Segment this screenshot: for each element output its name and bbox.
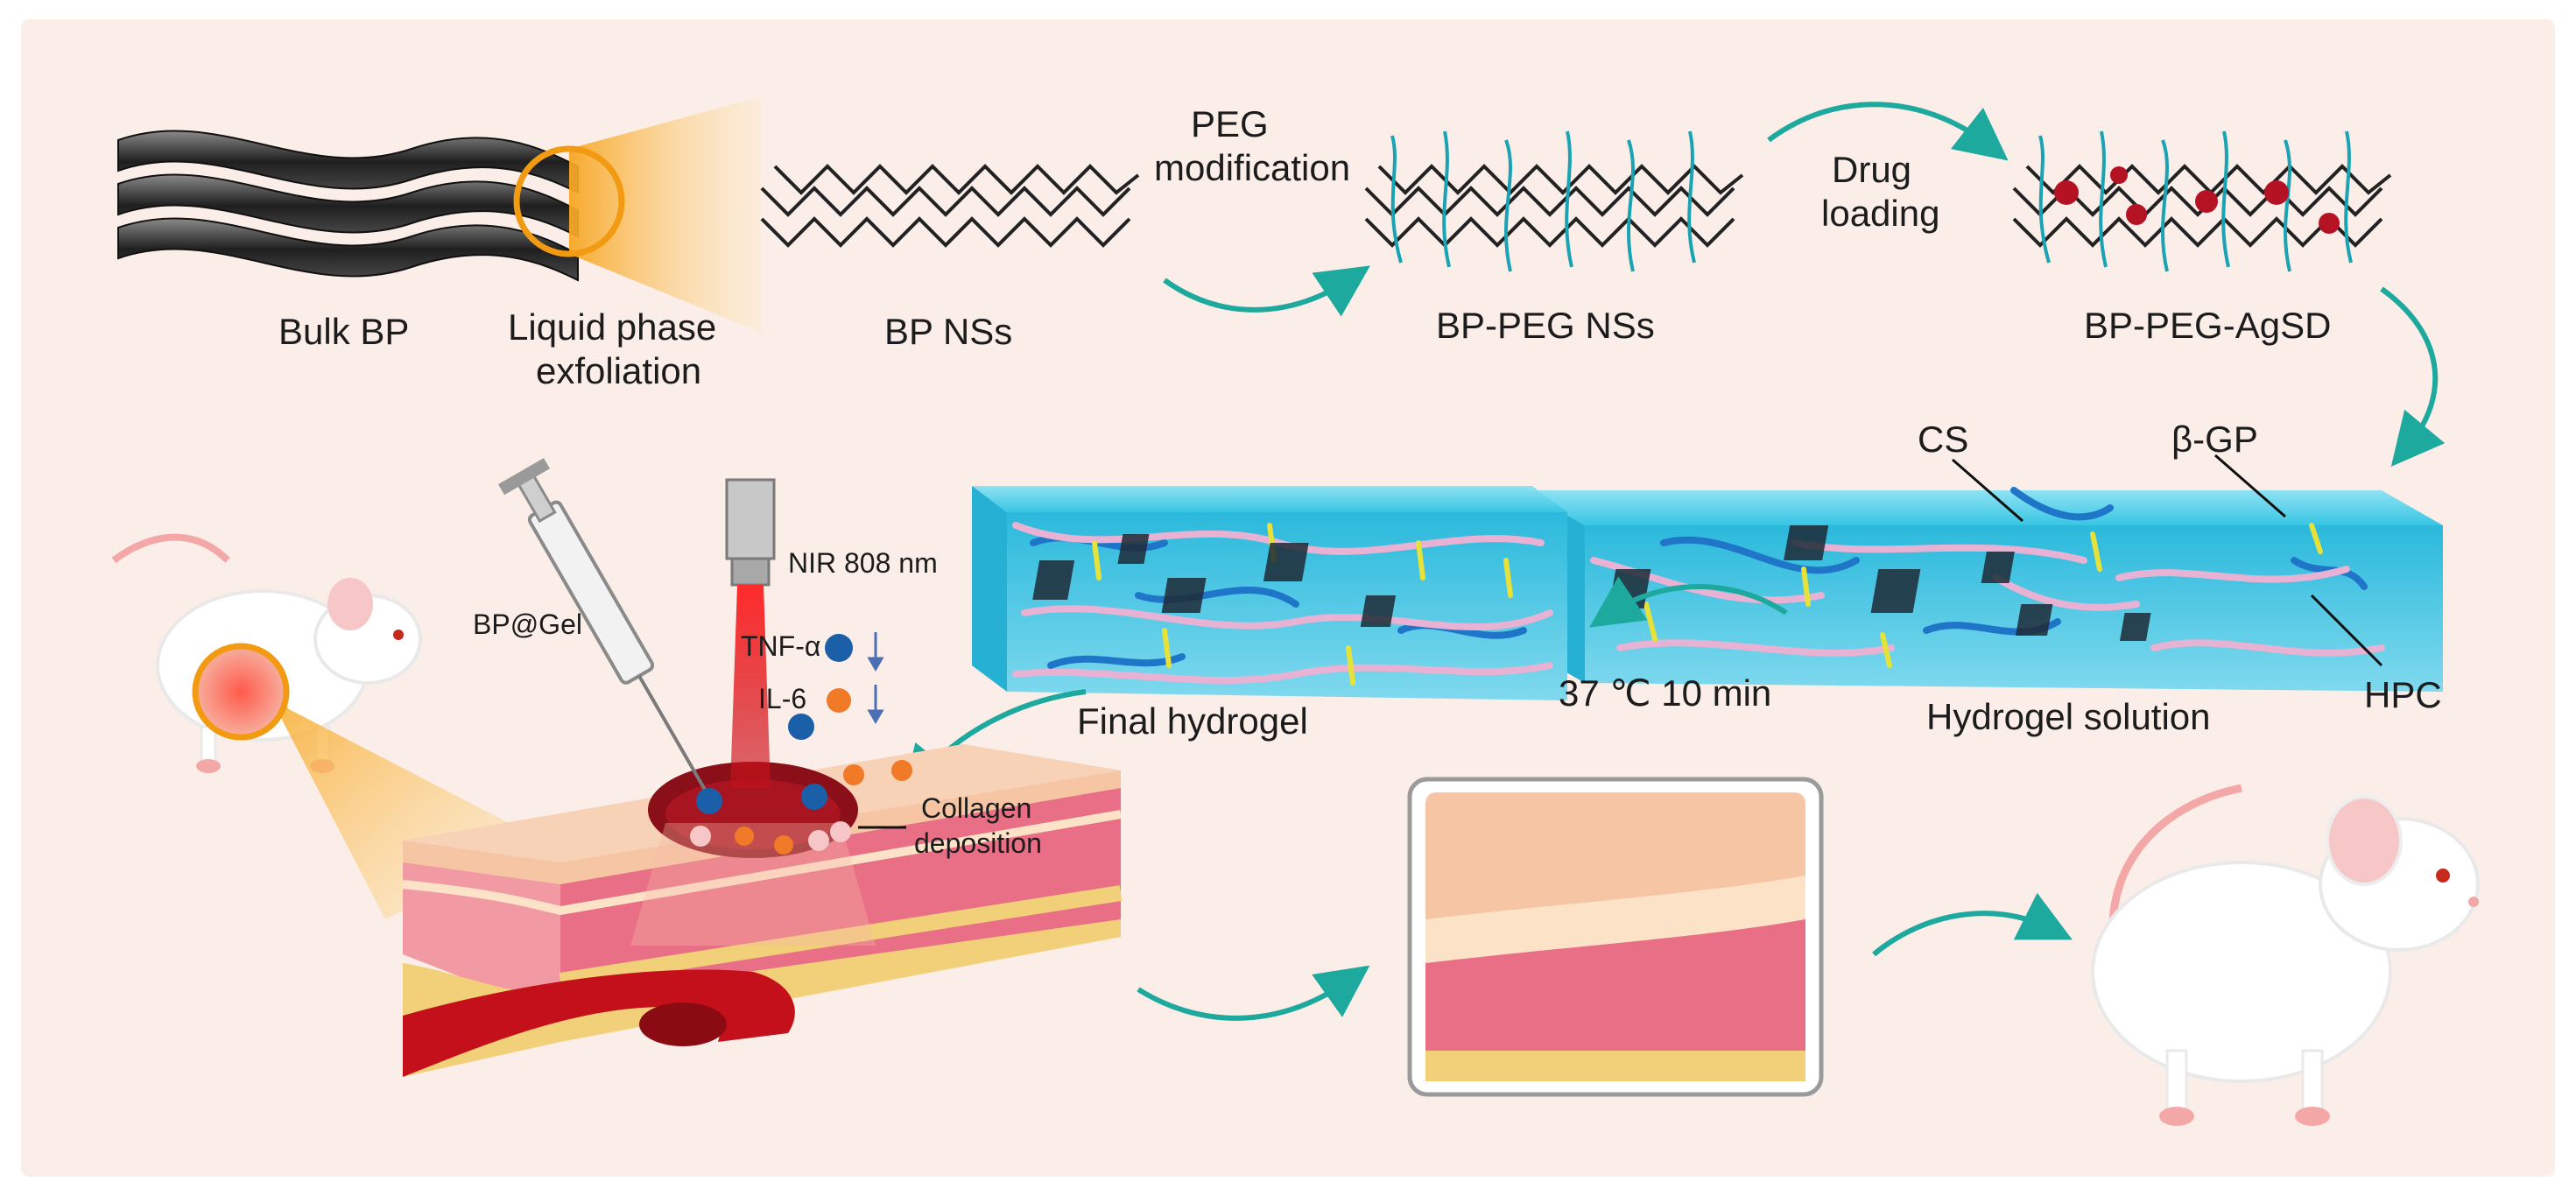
laser-icon <box>725 478 776 788</box>
final-hydrogel-label: Final hydrogel <box>1077 700 1308 742</box>
arrow-peg-modification <box>1163 265 1370 317</box>
hpc-label: HPC <box>2364 674 2442 715</box>
nir-label: NIR 808 nm <box>788 547 938 579</box>
healed-skin-box <box>1407 777 1824 1097</box>
bp-peg-nanosheet <box>1364 130 1744 272</box>
arrow-to-hydrogel-solution <box>2380 286 2446 468</box>
collagen-label-line2: deposition <box>914 827 1042 859</box>
beta-gp-label: β-GP <box>2171 419 2258 460</box>
tnf-legend-dot <box>825 634 853 662</box>
final-hydrogel-block <box>972 486 1567 700</box>
beta-gp-leader-line <box>2214 454 2286 518</box>
exfoliation-label-line2: exfoliation <box>536 350 702 391</box>
exfoliation-label-line1: Liquid phase <box>508 306 717 348</box>
bp-peg-agsd-nanosheet <box>2012 130 2392 272</box>
wound-highlight-circle <box>192 643 290 741</box>
gelation-condition-label: 37 ℃ 10 min <box>1559 672 1772 714</box>
bp-nss-label: BP NSs <box>884 311 1013 352</box>
arrow-drug-loading <box>1767 102 2009 161</box>
peg-modification-label-line1: PEG <box>1191 103 1269 144</box>
down-arrow-icon <box>867 632 884 724</box>
cytokine-molecules <box>690 714 912 855</box>
wound-site <box>630 762 876 946</box>
arrow-gelation <box>1589 576 1788 628</box>
cs-leader-line <box>1952 458 2023 523</box>
bp-nanosheet <box>760 164 1140 248</box>
bp-peg-nss-label: BP-PEG NSs <box>1436 305 1655 346</box>
hydrogel-solution-label: Hydrogel solution <box>1926 696 2211 737</box>
drug-loading-label-line1: Drug <box>1832 149 1912 190</box>
bp-peg-agsd-label: BP-PEG-AgSD <box>2084 305 2332 346</box>
bp-gel-label: BP@Gel <box>473 609 582 640</box>
arrow-to-healed-skin <box>1137 965 1370 1021</box>
il6-legend-dot <box>827 688 851 713</box>
cs-label: CS <box>1918 419 1969 460</box>
healthy-mouse-icon <box>2091 784 2480 1126</box>
hpc-leader-line <box>2310 594 2383 667</box>
arrow-to-healthy-mouse <box>1872 892 2073 957</box>
tnf-alpha-label: TNF-α <box>741 630 821 662</box>
drug-loading-label-line2: loading <box>1821 193 1940 234</box>
exfoliation-lens-circle <box>513 145 625 257</box>
peg-modification-label-line2: modification <box>1154 147 1351 188</box>
syringe-icon <box>498 458 707 791</box>
collagen-label-line1: Collagen <box>921 792 1032 824</box>
bulk-bp-label: Bulk BP <box>278 311 410 352</box>
exfoliation-beam <box>569 96 762 333</box>
il6-label: IL-6 <box>758 683 807 714</box>
